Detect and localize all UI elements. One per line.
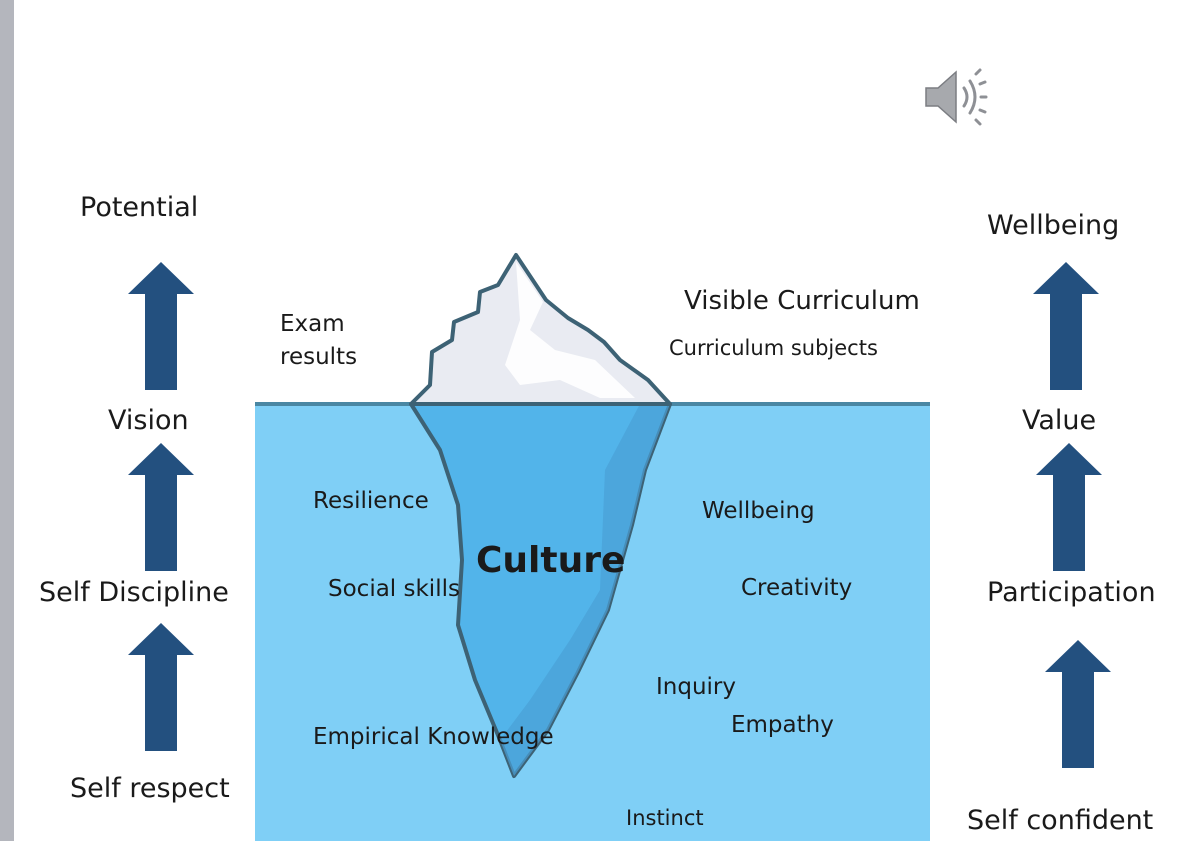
label-visible-curriculum: Visible Curriculum [684,286,920,316]
label-self-discipline: Self Discipline [39,577,229,608]
arrow-up-icon [1033,262,1099,390]
label-creativity: Creativity [741,575,853,601]
label-culture: Culture [476,540,626,581]
label-empathy: Empathy [731,712,834,738]
label-inquiry: Inquiry [656,674,736,700]
label-curriculum-subjects: Curriculum subjects [669,336,878,360]
label-social-skills: Social skills [328,576,460,602]
arrow-up-icon [128,443,194,571]
iceberg-tip-highlight [505,262,635,398]
label-resilience: Resilience [313,488,429,514]
label-empirical-knowledge: Empirical Knowledge [313,724,554,750]
arrow-up-icon [1045,640,1111,768]
label-value: Value [1022,405,1097,436]
arrow-up-icon [128,623,194,751]
arrow-up-icon [1036,443,1102,571]
label-exam-results: Exam results [280,311,358,370]
iceberg-underwater-shade [500,404,670,776]
label-self-respect: Self respect [70,773,230,804]
label-wellbeing-right: Wellbeing [987,210,1120,241]
arrow-up-icon [128,262,194,390]
label-self-confident: Self confident [967,805,1154,836]
label-potential: Potential [80,192,199,223]
slide-edge [0,0,14,841]
label-participation: Participation [987,577,1156,608]
label-wellbeing-underwater: Wellbeing [702,498,815,524]
speaker-icon[interactable] [922,66,988,128]
iceberg-tip [409,253,672,406]
label-vision: Vision [108,405,189,436]
label-instinct: Instinct [626,806,704,830]
